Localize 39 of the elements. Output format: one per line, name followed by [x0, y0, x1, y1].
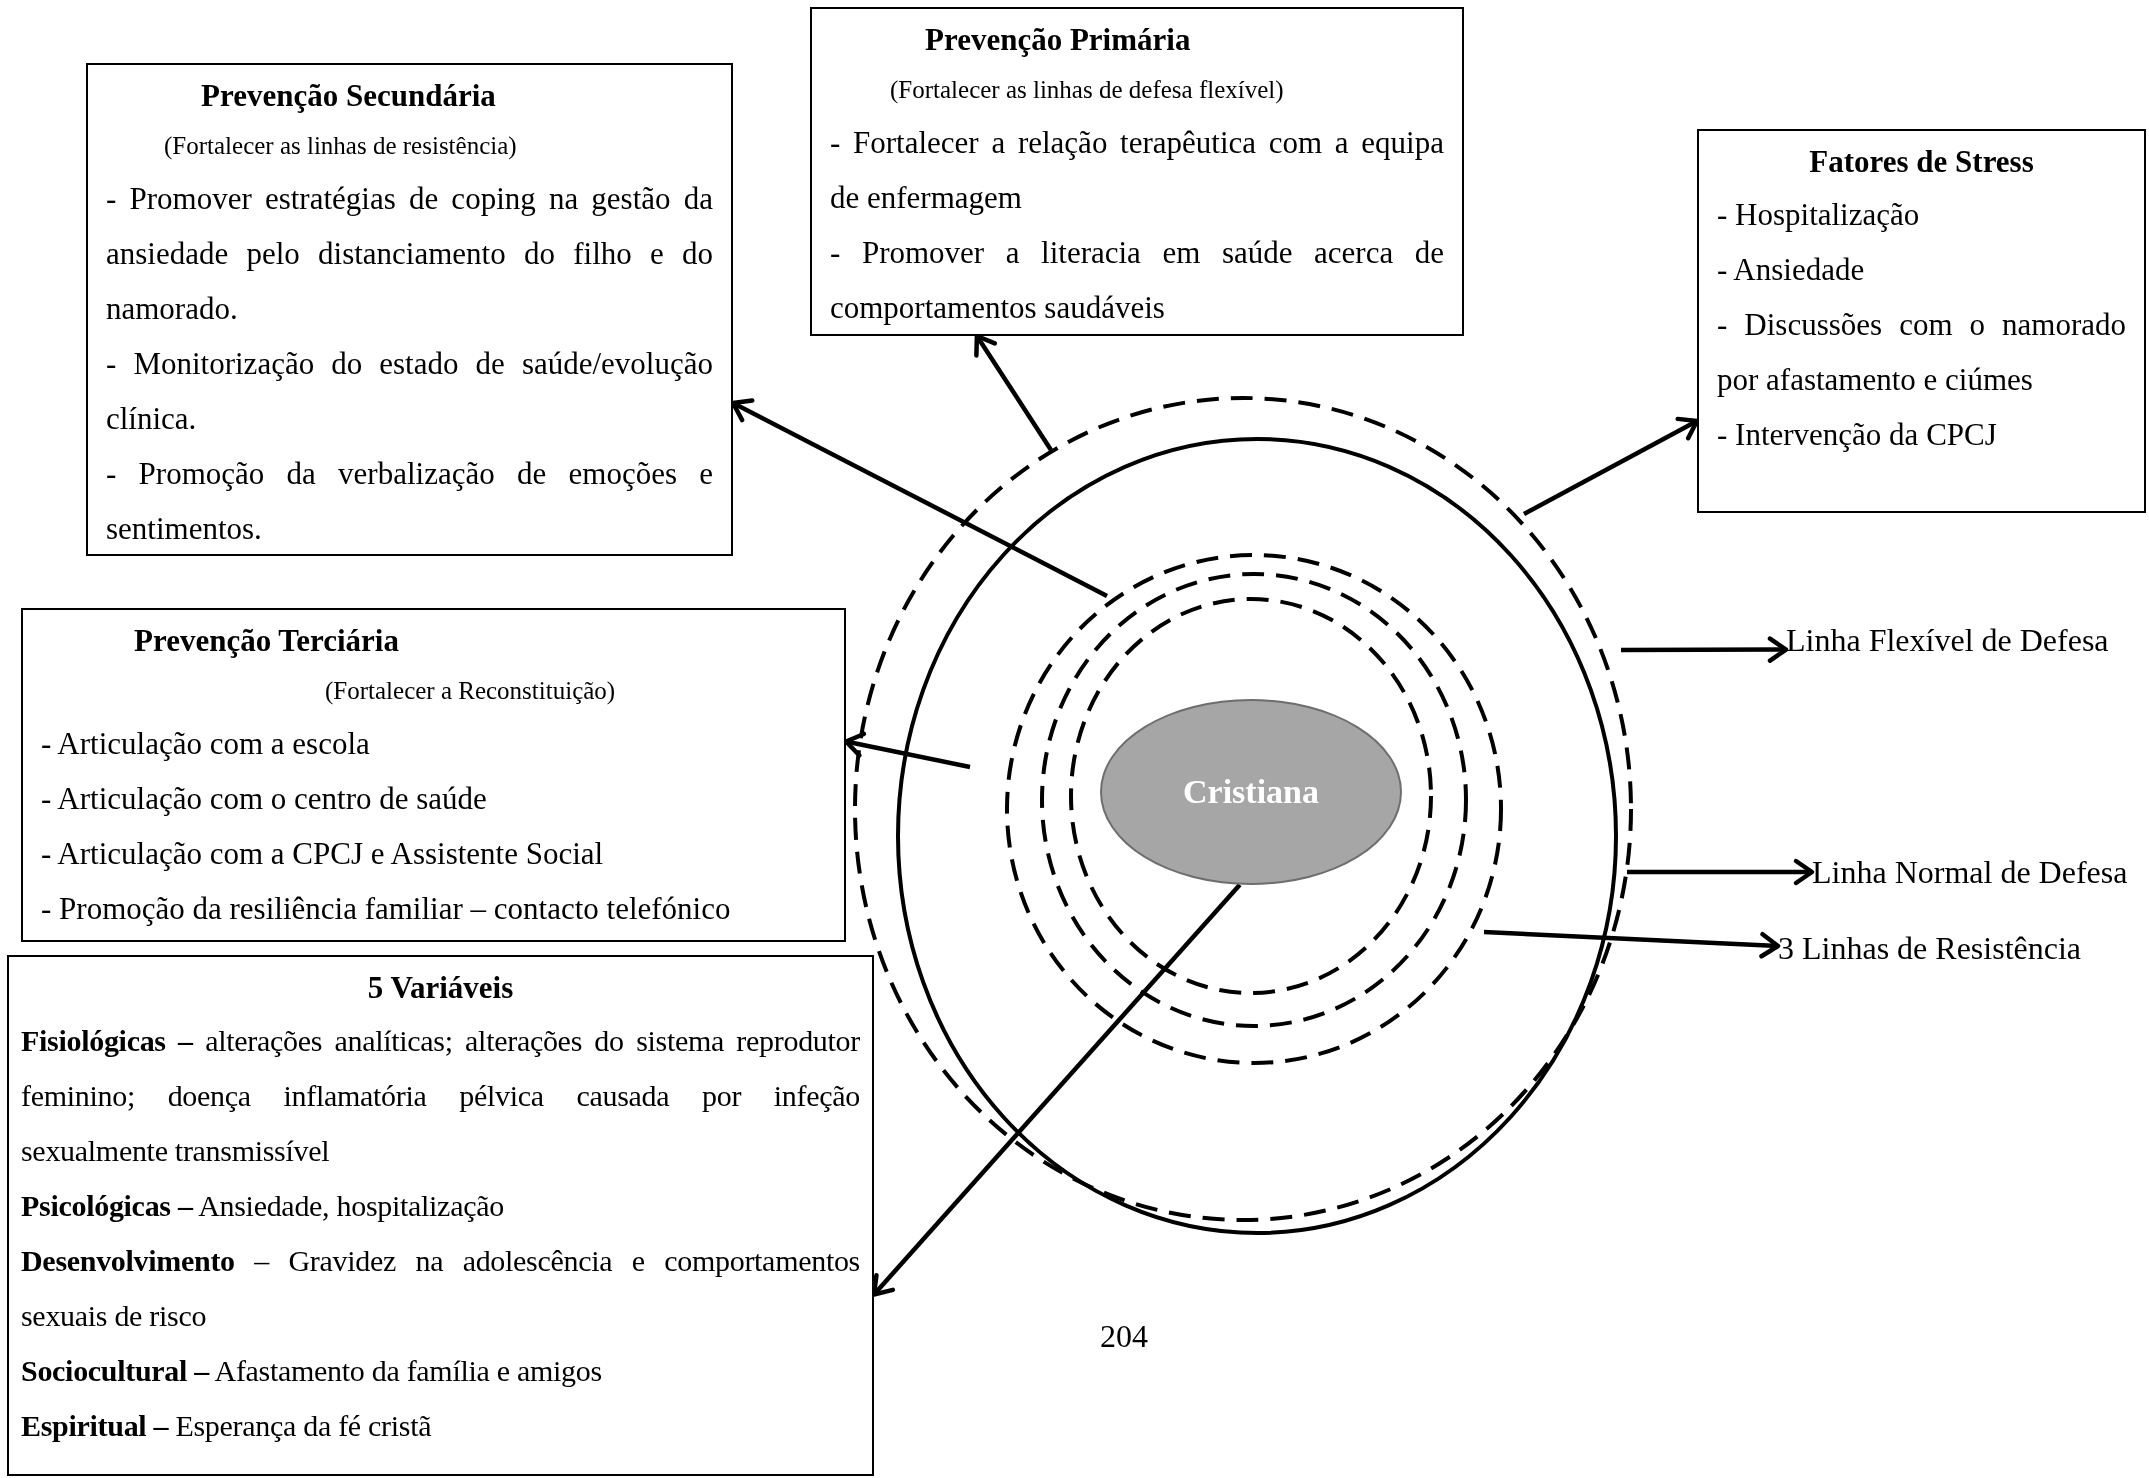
text-line: - Intervenção da CPCJ [1717, 416, 1998, 454]
text-box [1697, 129, 2146, 513]
line-label: Linha Flexível de Defesa [1786, 622, 2109, 658]
box-subtitle: (Fortalecer as linhas de resistência) [163, 131, 518, 162]
box-heading: Prevenção Primária [924, 21, 1192, 59]
arrow [1627, 858, 1815, 886]
box-subtitle: (Fortalecer a Reconstituição) [324, 676, 617, 707]
box-heading: Prevenção Secundária [200, 77, 497, 115]
text-line: - Ansiedade [1717, 251, 1866, 289]
text-line: - Articulação com o centro de saúde [41, 780, 488, 818]
text-line: - Fortalecer a relação terapêutica com a equipa de enfermagem [830, 124, 1444, 217]
text-box [810, 7, 1464, 336]
arrow [1483, 929, 1781, 959]
text-line: - Promover a literacia em saúde acerca de comportamentos saudáveis [830, 234, 1444, 327]
text-line: - Promoção da resiliência familiar – contacto telefónico [41, 890, 732, 928]
text-line: Fisiológicas – alterações analíticas; alterações do sistema reprodutor feminino; doença inflamatória pélvica causada por infeção sexualmente transmissível [21, 1023, 860, 1169]
text-line: - Articulação com a CPCJ e Assistente Social [41, 835, 605, 873]
text-line: - Hospitalização [1717, 196, 1921, 234]
text-line: - Monitorização do estado de saúde/evolução clínica. [106, 345, 713, 438]
text-line: - Promover estratégias de coping na gestão da ansiedade pelo distanciamento do filho e do namorado. [106, 180, 713, 328]
box-heading: Fatores de Stress [1808, 143, 2035, 181]
text-box [21, 608, 846, 942]
box-subtitle: (Fortalecer as linhas de defesa flexível) [889, 75, 1285, 106]
arrow [1621, 636, 1789, 663]
text-line: - Discussões com o namorado por afastamento e ciúmes [1717, 306, 2126, 399]
page-number: 204 [1100, 1317, 1148, 1356]
text-line: - Articulação com a escola [41, 725, 371, 763]
text-box [86, 63, 733, 556]
center-label: Cristiana [1183, 773, 1319, 811]
text-line: Sociocultural – Afastamento da família e amigos [21, 1353, 603, 1389]
line-label: 3 Linhas de Resistência [1778, 930, 2082, 966]
text-line: Psicológicas – Ansiedade, hospitalização [21, 1188, 505, 1224]
text-box [7, 955, 874, 1476]
box-heading: Prevenção Terciária [133, 622, 400, 660]
text-line: Desenvolvimento – Gravidez na adolescência e comportamentos sexuais de risco [21, 1243, 860, 1334]
box-heading: 5 Variáveis [366, 969, 515, 1007]
line-label: Linha Normal de Defesa [1812, 854, 2128, 890]
text-line: Espiritual – Esperança da fé cristã [21, 1408, 433, 1444]
text-line: - Promoção da verbalização de emoções e sentimentos. [106, 455, 713, 548]
